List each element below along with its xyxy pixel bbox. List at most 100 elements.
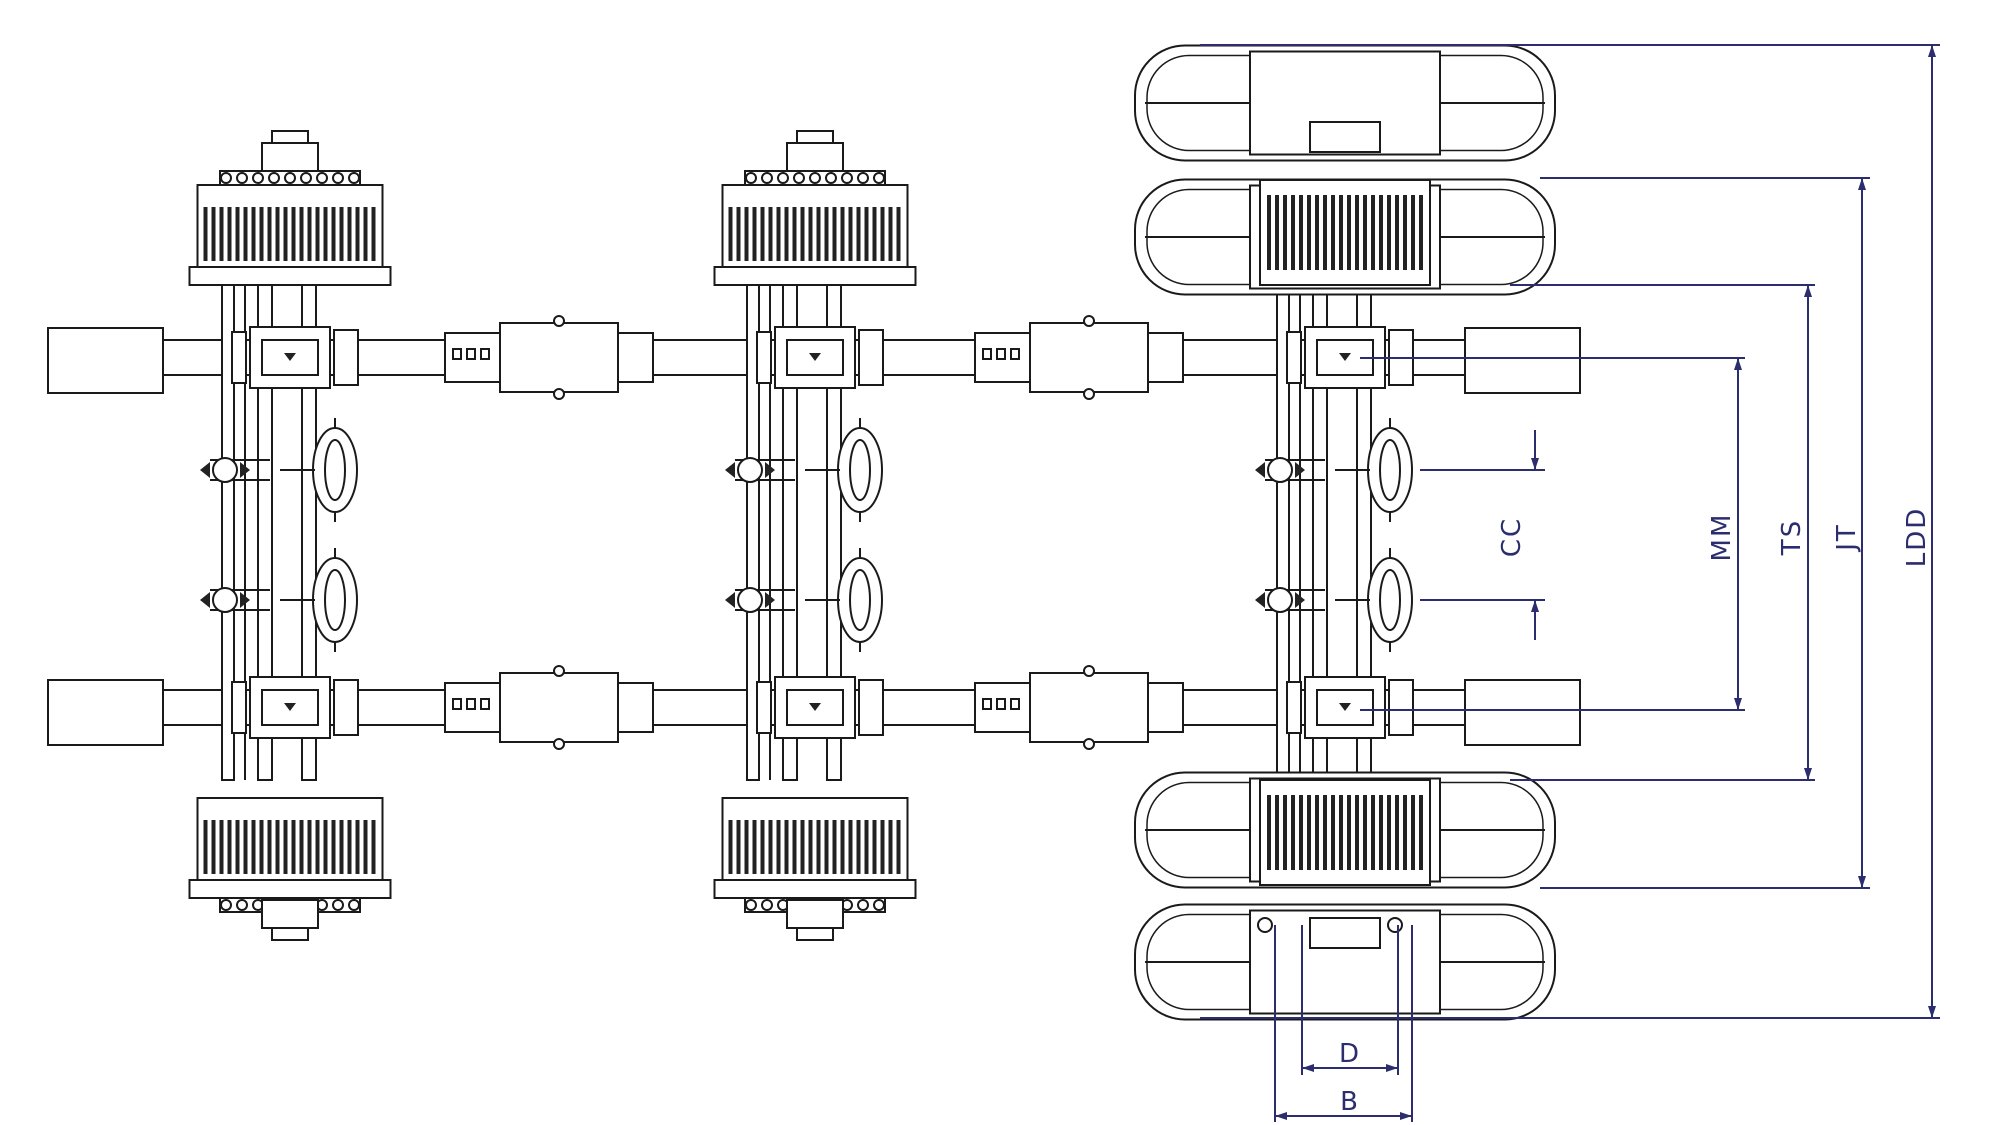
wheel-stud: [809, 172, 821, 184]
brake-chamber-diaphragm: [1379, 569, 1401, 631]
sleeve-slot: [982, 698, 992, 710]
right-end-cap-2: [1464, 679, 1581, 746]
drum-body: [721, 184, 909, 268]
cross-beam-1: [163, 315, 1465, 400]
hub-cap: [786, 899, 844, 929]
brake-chamber-diaphragm: [324, 439, 346, 501]
dimension-jt: [1858, 178, 1866, 888]
sleeve-slot: [1010, 698, 1020, 710]
axle-3: [1134, 44, 1556, 1021]
wheel-stud: [761, 899, 773, 911]
wheel-stud: [873, 899, 885, 911]
bracket-mark: [284, 703, 296, 711]
brake-chamber-diaphragm: [849, 439, 871, 501]
right-end-cap-1: [1464, 327, 1581, 394]
arrow-mark: [200, 462, 210, 478]
coupler-block: [499, 672, 619, 743]
arrow-mark: [765, 592, 775, 608]
sleeve-slot: [996, 348, 1006, 360]
camshaft-bearing: [737, 587, 763, 613]
wheel-stud: [332, 172, 344, 184]
dimension-arrow: [1858, 876, 1866, 888]
wheel-stud: [745, 899, 757, 911]
coupler-sleeve: [1147, 332, 1184, 383]
sleeve-slot: [480, 698, 490, 710]
hub-cap: [261, 899, 319, 929]
beam-coupler-2-2: [974, 665, 1184, 750]
arrow-mark: [240, 462, 250, 478]
dimension-ts: [1804, 285, 1812, 780]
dimension-label-b: B: [1340, 1087, 1360, 1117]
wheel-stud: [220, 172, 232, 184]
sleeve-slot: [466, 698, 476, 710]
wheel-stud: [841, 172, 853, 184]
camshaft-bearing: [737, 457, 763, 483]
dimension-b: [1275, 1112, 1412, 1120]
wheel-stud: [316, 172, 328, 184]
bracket-mark: [809, 353, 821, 361]
wheel-stud: [793, 172, 805, 184]
wheel-stud: [236, 172, 248, 184]
drum-flange: [188, 266, 392, 286]
bracket-clamp: [858, 329, 884, 386]
stud-hole: [1387, 917, 1403, 933]
bracket-lug: [756, 681, 772, 734]
arrow-mark: [1255, 592, 1265, 608]
arrow-mark: [725, 592, 735, 608]
hub-cap-top: [271, 130, 309, 144]
outer-tyre-top: [1134, 44, 1556, 162]
wheel-stud: [252, 172, 264, 184]
bracket-lug: [231, 331, 247, 384]
hub-cap: [261, 142, 319, 172]
coupler-block: [1029, 322, 1149, 393]
wheel-stud: [236, 899, 248, 911]
dimension-arrow: [1531, 458, 1539, 470]
bracket-lug: [1286, 681, 1302, 734]
wheel-stud: [777, 172, 789, 184]
wheel-stud: [761, 172, 773, 184]
coupler-block: [1029, 672, 1149, 743]
drum-flange: [713, 879, 917, 899]
dimension-label-mm: MM: [1707, 513, 1737, 562]
hub-cap: [786, 142, 844, 172]
dimension-arrow: [1734, 358, 1742, 370]
dimension-arrow: [1531, 600, 1539, 612]
dimension-arrow: [1928, 1006, 1936, 1018]
coupler-bolt: [1083, 738, 1095, 750]
wheel-stud: [348, 899, 360, 911]
dimension-arrow: [1928, 45, 1936, 57]
dimension-d: [1302, 1064, 1398, 1072]
coupler-bolt: [553, 315, 565, 327]
wheel-stud: [825, 172, 837, 184]
dimension-label-jt: JT: [1832, 523, 1862, 553]
camshaft-bearing: [1267, 457, 1293, 483]
sleeve-slot: [466, 348, 476, 360]
dimension-label-ldd: LDD: [1902, 507, 1932, 568]
drum-body: [721, 797, 909, 881]
bracket-mark: [1339, 353, 1351, 361]
wheel-stud: [857, 172, 869, 184]
dimension-arrow: [1804, 285, 1812, 297]
brake-chamber-diaphragm: [324, 569, 346, 631]
beam-coupler-2-1: [444, 665, 654, 750]
dimension-arrow: [1386, 1064, 1398, 1072]
coupler-sleeve: [617, 682, 654, 733]
dimension-label-ts: TS: [1777, 519, 1807, 556]
hub-cap-top: [796, 130, 834, 144]
coupler-sleeve: [617, 332, 654, 383]
arrow-mark: [765, 462, 775, 478]
dimension-label-d: D: [1339, 1039, 1361, 1069]
dimension-mm: [1734, 358, 1742, 710]
sleeve-slot: [982, 348, 992, 360]
wheel-stud: [348, 172, 360, 184]
arrow-mark: [200, 592, 210, 608]
hub-cap: [1309, 917, 1381, 949]
dimension-arrow: [1275, 1112, 1287, 1120]
coupler-bolt: [553, 738, 565, 750]
sleeve-slot: [452, 348, 462, 360]
beam-coupler-1-2: [974, 315, 1184, 400]
bracket-clamp: [1388, 679, 1414, 736]
camshaft-bearing: [212, 457, 238, 483]
bracket-mark: [284, 353, 296, 361]
